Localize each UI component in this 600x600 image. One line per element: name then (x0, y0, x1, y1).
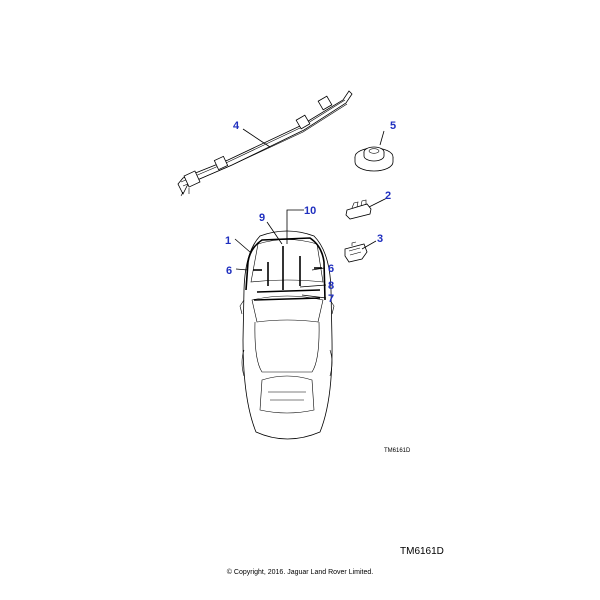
car-harness (245, 237, 326, 301)
callout-9: 9 (259, 212, 265, 224)
callout-5: 5 (390, 120, 396, 132)
leader-lines (234, 128, 388, 299)
callout-7: 7 (328, 293, 334, 305)
part-3-clip (344, 241, 368, 263)
part-5-grommet (354, 146, 394, 172)
callout-4: 4 (233, 120, 240, 132)
callout-1: 1 (225, 235, 231, 247)
callout-2: 2 (385, 190, 391, 202)
callout-6-left: 6 (226, 265, 232, 277)
callout-6-right: 6 (328, 263, 334, 275)
reference-code: TM6161D (400, 546, 444, 557)
callout-8: 8 (328, 280, 334, 292)
part-2-clip (345, 199, 372, 220)
callouts: 4 5 2 3 1 6 6 8 7 9 10 (225, 120, 396, 305)
car-outline (239, 230, 335, 440)
callout-3: 3 (377, 233, 383, 245)
part-4-harness-strip (177, 90, 353, 197)
copyright-notice: © Copyright, 2016. Jaguar Land Rover Lim… (226, 569, 374, 576)
diagram-reference-small: TM6161D (384, 448, 411, 454)
callout-10: 10 (304, 205, 316, 217)
